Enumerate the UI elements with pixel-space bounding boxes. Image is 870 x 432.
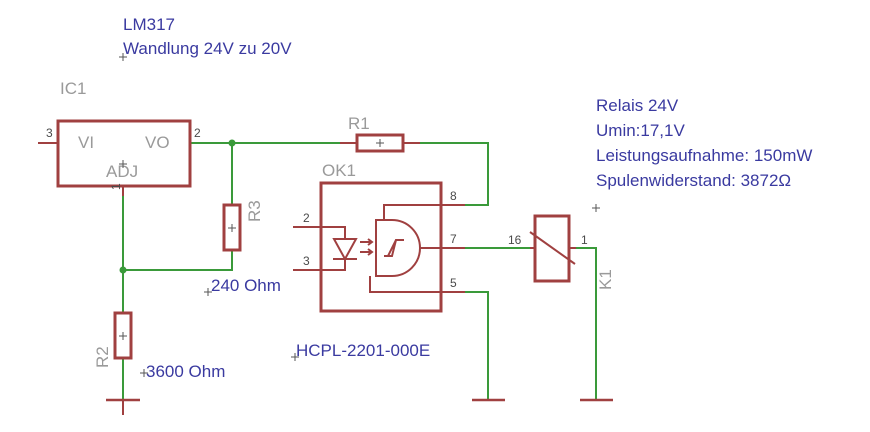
r3-resistor: R3 240 Ohm: [204, 200, 281, 296]
r1-body: [355, 133, 405, 153]
r3-name: R3: [245, 200, 264, 222]
annotations: LM317 Wandlung 24V zu 20V Relais 24V Umi…: [119, 15, 812, 212]
ok1-pin-8: 8: [450, 189, 457, 203]
note-relay-line2: Umin:17,1V: [596, 121, 685, 140]
ic1-pin-num-in: 3: [46, 126, 53, 140]
note-regulator-type: LM317: [123, 15, 175, 34]
wire-ok1-gnd: [465, 291, 489, 400]
ok1-led-wire-bottom: [321, 259, 346, 271]
junction-vo: [228, 139, 236, 147]
ok1-part-number: HCPL-2201-000E: [296, 341, 430, 360]
ok1-pin-7: 7: [450, 232, 457, 246]
ic1-pin-num-out: 2: [194, 126, 201, 140]
light-emission-icon: [360, 238, 374, 256]
k1-name: K1: [596, 269, 615, 290]
ic1-pin-vo: VO: [145, 133, 170, 152]
led-icon: [332, 238, 358, 262]
wire-k1-gnd: [576, 247, 597, 400]
ok1-vcc-internal: [383, 204, 441, 220]
r2-body: [113, 311, 133, 360]
ok1-led-wire-top: [321, 226, 346, 239]
ground-symbols: [106, 398, 613, 415]
ic1-pin-vi: VI: [78, 133, 94, 152]
ok1-optocoupler: OK1 2 3 8 7 5 HCPL-2201-000E: [291, 161, 465, 361]
k1-pin-1: 1: [581, 233, 588, 247]
ic1-name: IC1: [60, 79, 86, 98]
ok1-name: OK1: [322, 161, 356, 180]
origin-cross: [119, 160, 127, 168]
r1-resistor: R1: [340, 114, 420, 153]
note-regulator-desc: Wandlung 24V zu 20V: [123, 39, 292, 58]
ok1-pin-5: 5: [450, 276, 457, 290]
ok1-gnd-internal: [369, 276, 441, 293]
note-relay-line4: Spulenwiderstand: 3872Ω: [596, 171, 791, 190]
r3-value: 240 Ohm: [211, 276, 281, 295]
r1-name: R1: [348, 114, 370, 133]
ic1-pin-adj: ADJ: [106, 162, 138, 181]
k1-relay: 16 1 K1: [508, 214, 615, 290]
k1-pin-16: 16: [508, 233, 522, 247]
wire-adj-r3: [123, 250, 233, 271]
photodetector-gate-icon: [375, 219, 421, 277]
ic1-pin-num-adj: 1: [109, 183, 123, 190]
ic1-regulator: IC1 VI VO ADJ 3 2 1: [38, 79, 201, 196]
relay-coil-diagonal: [529, 231, 576, 265]
r3-body: [222, 203, 242, 252]
note-relay-line1: Relais 24V: [596, 96, 679, 115]
r2-resistor: R2 3600 Ohm: [93, 311, 225, 381]
schmitt-trigger-icon: [384, 239, 404, 257]
ok1-pin-3: 3: [303, 254, 310, 268]
note-relay-line3: Leistungsaufnahme: 150mW: [596, 146, 812, 165]
ok1-pin-2: 2: [303, 211, 310, 225]
r2-name: R2: [93, 346, 112, 368]
wires: [119, 139, 597, 400]
wire-r1-ok1-vcc: [420, 142, 489, 206]
r2-value: 3600 Ohm: [146, 362, 225, 381]
junction-adj: [119, 266, 127, 274]
